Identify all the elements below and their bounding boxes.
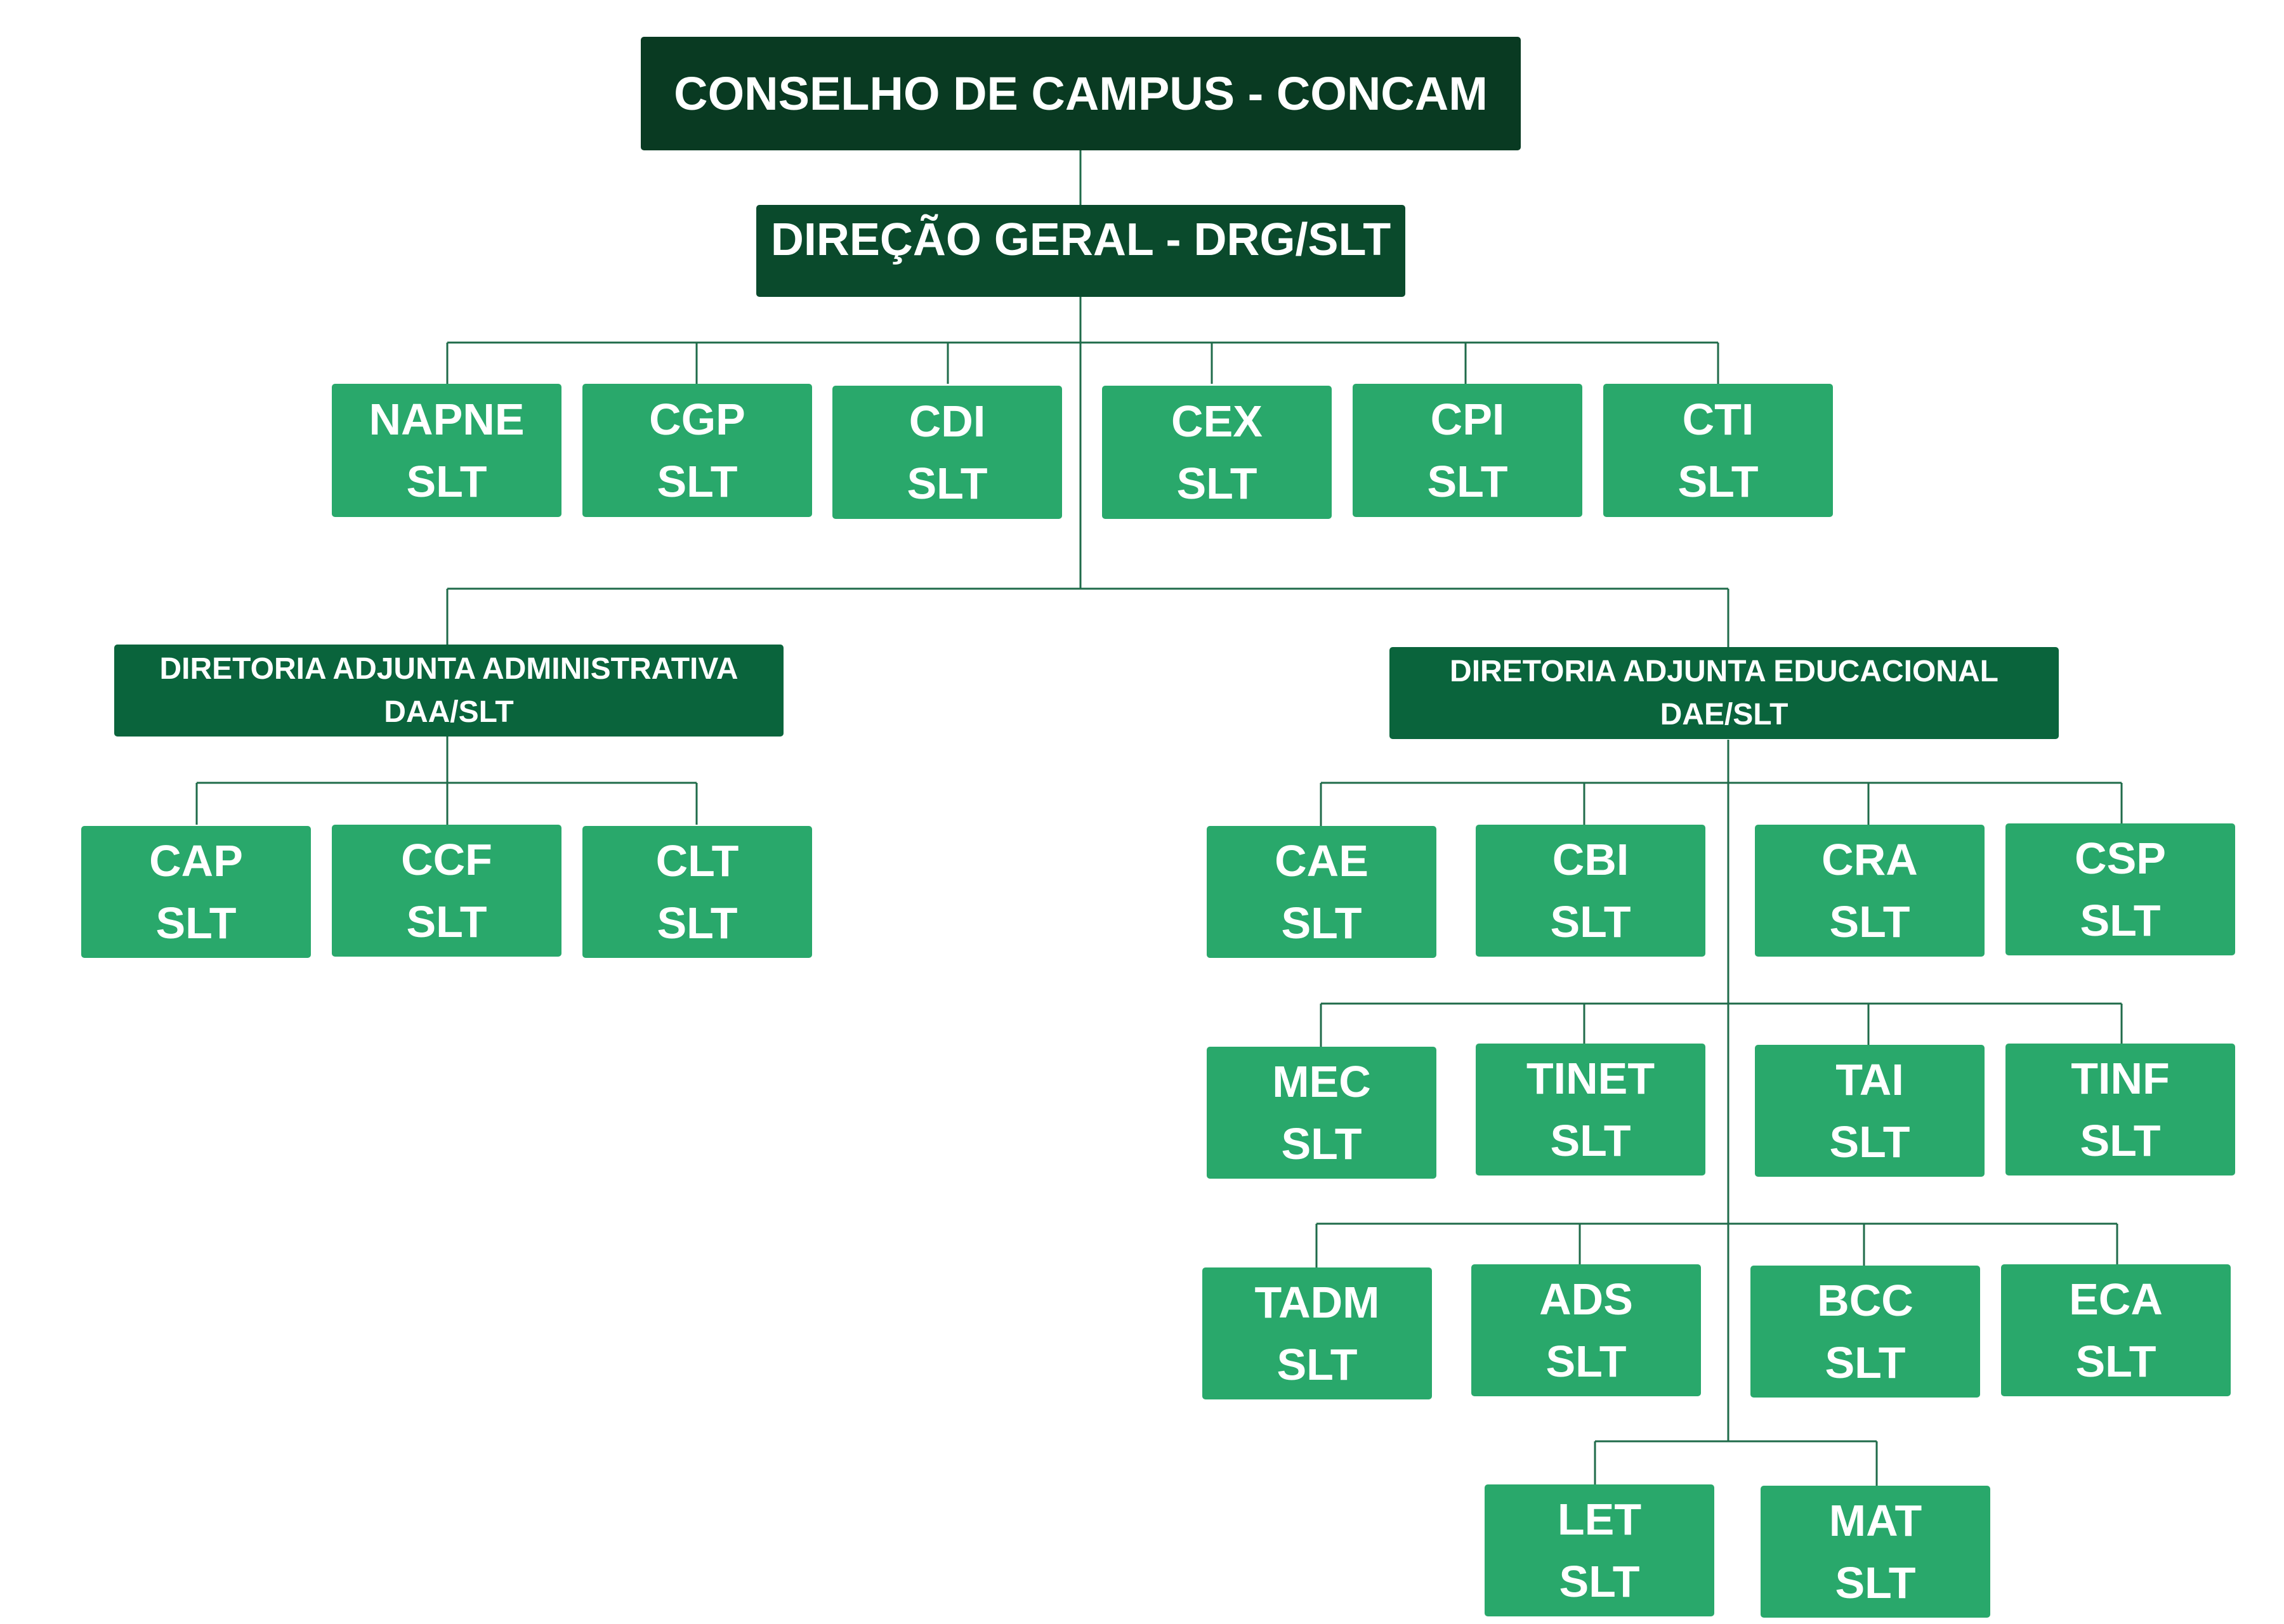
- council-box: CONSELHO DE CAMPUS - CONCAM: [641, 37, 1521, 150]
- unit-code: SLT: [1829, 1117, 1910, 1167]
- unit-name: NAPNE: [369, 395, 525, 444]
- unit-box-bcc: BCC SLT: [1750, 1266, 1980, 1398]
- unit-name: CSP: [2075, 834, 2166, 883]
- unit-name: CRA: [1821, 835, 1918, 884]
- unit-name: CAE: [1275, 836, 1368, 886]
- unit-code: SLT: [155, 898, 237, 948]
- unit-code: SLT: [1281, 898, 1362, 948]
- unit-box-clt: CLT SLT: [582, 826, 812, 958]
- unit-name: CLT: [655, 836, 739, 886]
- unit-name: CDI: [909, 396, 986, 446]
- unit-box-ccf: CCF SLT: [332, 825, 561, 957]
- unit-name: CPI: [1430, 395, 1505, 444]
- edu-directorate-code: DAE/SLT: [1660, 697, 1788, 731]
- unit-code: SLT: [1835, 1558, 1916, 1608]
- unit-code: SLT: [657, 898, 738, 948]
- unit-code: SLT: [1277, 1340, 1358, 1389]
- admin-directorate-title: DIRETORIA ADJUNTA ADMINISTRATIVA: [159, 652, 738, 686]
- unit-code: SLT: [2080, 896, 2161, 945]
- unit-box-cra: CRA SLT: [1755, 825, 1985, 957]
- unit-box-tadm: TADM SLT: [1202, 1267, 1432, 1399]
- unit-box-cpi: CPI SLT: [1353, 384, 1582, 517]
- unit-box-ads: ADS SLT: [1471, 1264, 1701, 1396]
- council-label: CONSELHO DE CAMPUS - CONCAM: [674, 67, 1488, 120]
- unit-code: SLT: [1829, 897, 1910, 946]
- unit-name: ADS: [1539, 1274, 1633, 1324]
- unit-code: SLT: [1550, 1116, 1631, 1165]
- unit-code: SLT: [907, 459, 988, 508]
- unit-box-cex: CEX SLT: [1102, 386, 1332, 519]
- unit-code: SLT: [406, 457, 487, 506]
- unit-code: SLT: [1546, 1337, 1627, 1386]
- unit-box-csp: CSP SLT: [2005, 823, 2235, 955]
- unit-box-mat: MAT SLT: [1761, 1486, 1990, 1618]
- unit-name: CTI: [1682, 395, 1754, 444]
- unit-name: TADM: [1254, 1278, 1380, 1327]
- unit-code: SLT: [1825, 1338, 1906, 1387]
- unit-name: MEC: [1272, 1057, 1371, 1106]
- unit-code: SLT: [657, 457, 738, 506]
- unit-name: CEX: [1171, 396, 1263, 446]
- general-direction-box: DIREÇÃO GERAL - DRG/SLT: [756, 205, 1405, 297]
- unit-box-let: LET SLT: [1485, 1484, 1714, 1616]
- unit-box-mec: MEC SLT: [1207, 1047, 1436, 1179]
- unit-box-cdi: CDI SLT: [832, 386, 1062, 519]
- unit-code: SLT: [1677, 457, 1759, 506]
- unit-name: CBI: [1552, 835, 1629, 884]
- unit-name: MAT: [1828, 1496, 1922, 1545]
- unit-box-cbi: CBI SLT: [1476, 825, 1705, 957]
- unit-name: TAI: [1835, 1055, 1904, 1104]
- unit-code: SLT: [2075, 1337, 2156, 1386]
- unit-code: SLT: [1427, 457, 1508, 506]
- unit-code: SLT: [1281, 1119, 1362, 1169]
- unit-code: SLT: [1559, 1557, 1640, 1606]
- unit-code: SLT: [1176, 459, 1257, 508]
- unit-name: CAP: [149, 836, 243, 886]
- unit-name: BCC: [1817, 1276, 1913, 1325]
- unit-box-cti: CTI SLT: [1603, 384, 1833, 517]
- unit-name: TINET: [1526, 1054, 1655, 1103]
- unit-box-napne: NAPNE SLT: [332, 384, 561, 517]
- unit-box-tai: TAI SLT: [1755, 1045, 1985, 1177]
- unit-box-tinf: TINF SLT: [2005, 1044, 2235, 1175]
- unit-name: TINF: [2071, 1054, 2170, 1103]
- edu-directorate-title: DIRETORIA ADJUNTA EDUCACIONAL: [1450, 654, 1998, 688]
- unit-name: ECA: [2069, 1274, 2163, 1324]
- unit-box-cap: CAP SLT: [81, 826, 311, 958]
- general-direction-label: DIREÇÃO GERAL - DRG/SLT: [770, 214, 1391, 265]
- unit-box-cgp: CGP SLT: [582, 384, 812, 517]
- admin-directorate-code: DAA/SLT: [384, 695, 514, 729]
- unit-name: LET: [1557, 1495, 1642, 1544]
- unit-box-eca: ECA SLT: [2001, 1264, 2231, 1396]
- unit-box-tinet: TINET SLT: [1476, 1044, 1705, 1175]
- edu-directorate-box: DIRETORIA ADJUNTA EDUCACIONAL DAE/SLT: [1389, 647, 2059, 739]
- unit-code: SLT: [2080, 1116, 2161, 1165]
- unit-name: CCF: [401, 835, 492, 884]
- admin-directorate-box: DIRETORIA ADJUNTA ADMINISTRATIVA DAA/SLT: [114, 645, 784, 737]
- unit-box-cae: CAE SLT: [1207, 826, 1436, 958]
- unit-code: SLT: [406, 897, 487, 946]
- unit-name: CGP: [649, 395, 745, 444]
- unit-code: SLT: [1550, 897, 1631, 946]
